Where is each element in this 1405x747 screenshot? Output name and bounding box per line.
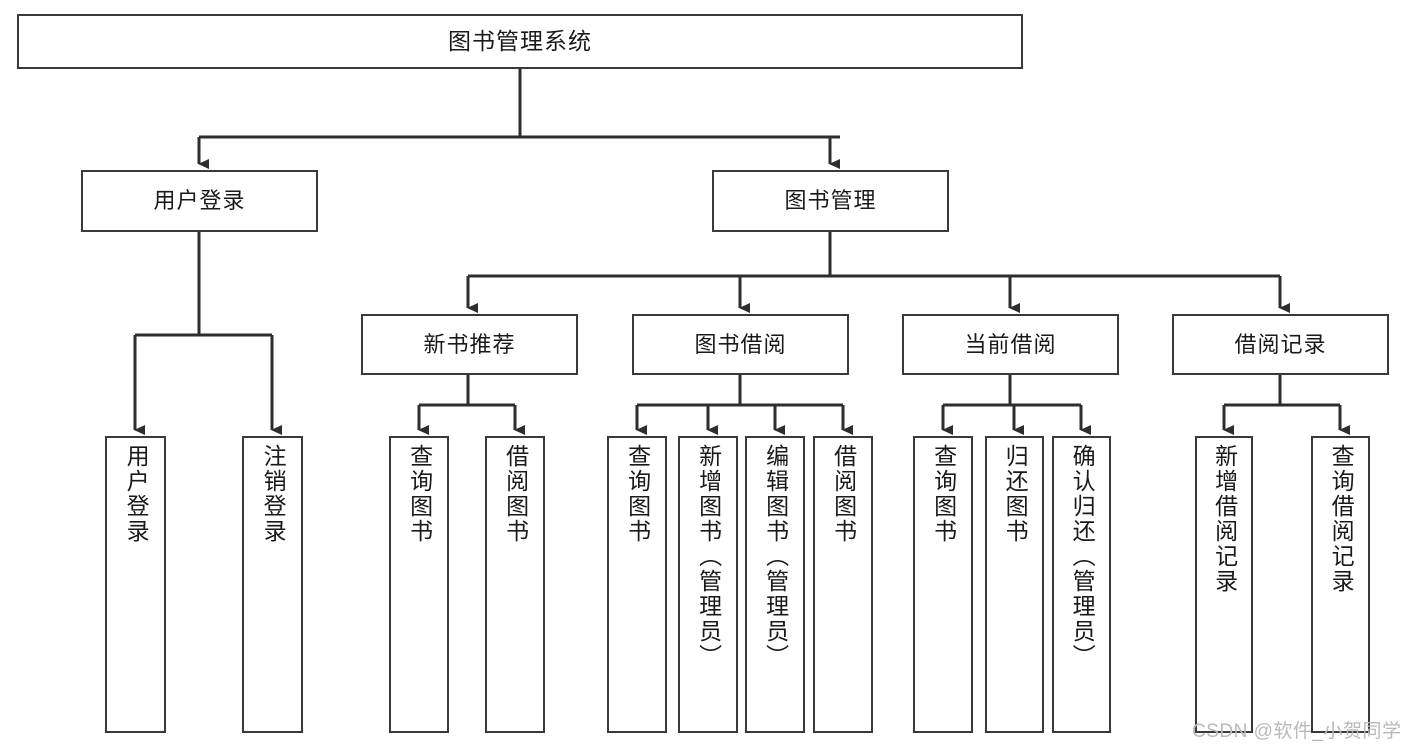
- leaf-node-label: 借阅图书: [502, 444, 529, 544]
- node-root[interactable]: 图书管理系统: [17, 14, 1023, 69]
- node-book-borrow-label: 图书借阅: [694, 331, 787, 357]
- leaf-node[interactable]: 借阅图书: [485, 436, 545, 733]
- node-book-management-label: 图书管理: [784, 188, 877, 214]
- node-current-borrow-label: 当前借阅: [964, 331, 1057, 357]
- node-new-book-recommend-label: 新书推荐: [423, 331, 516, 357]
- leaf-node[interactable]: 编辑图书（管理员）: [745, 436, 805, 733]
- leaf-node[interactable]: 注销登录: [242, 436, 303, 733]
- leaf-node[interactable]: 确认归还（管理员）: [1052, 436, 1111, 733]
- leaf-node[interactable]: 借阅图书: [813, 436, 873, 733]
- leaf-node[interactable]: 查询图书: [607, 436, 667, 733]
- leaf-node[interactable]: 归还图书: [985, 436, 1044, 733]
- node-borrow-record-label: 借阅记录: [1234, 331, 1327, 357]
- node-current-borrow[interactable]: 当前借阅: [902, 314, 1119, 375]
- csdn-watermark: CSDN @软件_小贺同学: [1192, 721, 1402, 742]
- leaf-node-label: 查询图书: [930, 444, 957, 544]
- leaf-node-label: 注销登录: [260, 444, 287, 544]
- node-root-label: 图书管理系统: [448, 27, 592, 54]
- leaf-node-label: 用户登录: [123, 444, 150, 544]
- leaf-node-label: 新增借阅记录: [1211, 444, 1238, 594]
- node-book-management[interactable]: 图书管理: [712, 170, 949, 232]
- leaf-node-label: 新增图书（管理员）: [695, 444, 722, 669]
- leaf-node[interactable]: 新增图书（管理员）: [678, 436, 738, 733]
- leaf-node-label: 查询借阅记录: [1328, 444, 1355, 594]
- node-book-borrow[interactable]: 图书借阅: [632, 314, 849, 375]
- node-user-login[interactable]: 用户登录: [81, 170, 318, 232]
- leaf-node-label: 查询图书: [406, 444, 433, 544]
- leaf-node-label: 编辑图书（管理员）: [762, 444, 789, 669]
- leaf-node[interactable]: 查询图书: [389, 436, 449, 733]
- leaf-node[interactable]: 查询借阅记录: [1311, 436, 1370, 733]
- leaf-node-label: 借阅图书: [830, 444, 857, 544]
- leaf-node-label: 查询图书: [624, 444, 651, 544]
- node-new-book-recommend[interactable]: 新书推荐: [361, 314, 578, 375]
- node-user-login-label: 用户登录: [153, 188, 246, 214]
- leaf-node-label: 确认归还（管理员）: [1069, 444, 1096, 669]
- leaf-node[interactable]: 用户登录: [105, 436, 166, 733]
- node-borrow-record[interactable]: 借阅记录: [1172, 314, 1389, 375]
- leaf-node[interactable]: 查询图书: [913, 436, 973, 733]
- leaf-node-label: 归还图书: [1002, 444, 1029, 544]
- leaf-node[interactable]: 新增借阅记录: [1195, 436, 1253, 733]
